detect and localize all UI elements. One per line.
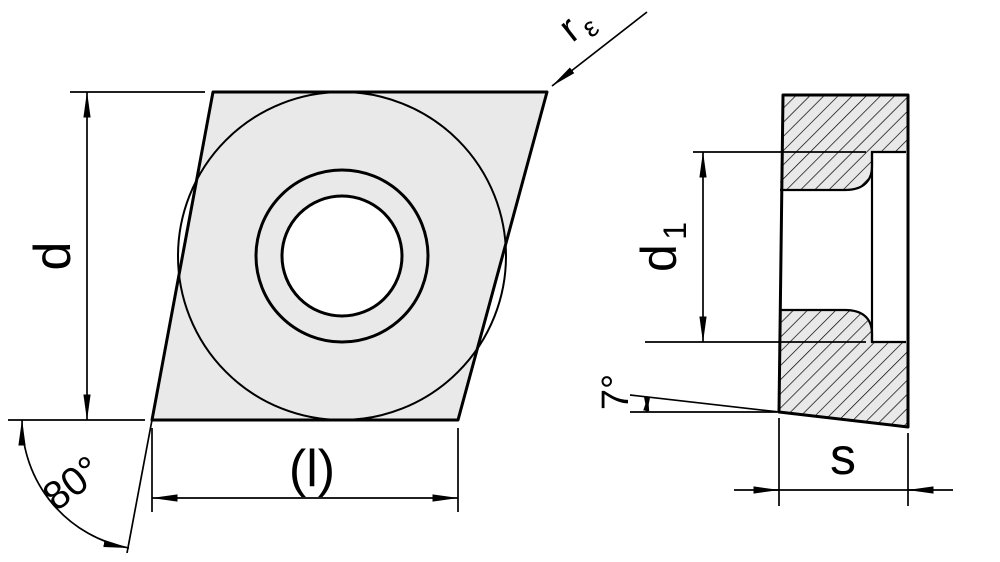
angle-80-label: 80° [35,448,110,520]
dimension-l: (l) [151,428,459,512]
dimension-d: d [8,91,205,421]
dimension-d1: d 1 [631,151,866,343]
dim-l-label: (l) [289,440,335,498]
top-section-hatch [780,95,908,190]
dim-d1-label: d 1 [631,222,693,272]
angle-7: 7° [595,374,780,413]
bottom-section-hatch [779,310,908,427]
side-view: d 1 7° s [595,93,953,506]
mounting-hole [280,194,404,318]
dim-d-label: d [24,242,82,271]
front-view: d (l) 80° r ε [8,0,648,554]
edge-extension-line [126,419,153,554]
dim-d1-symbol: d [631,244,687,272]
dim-d1-subscript: 1 [657,222,693,240]
bottom-edge-extension [629,394,780,413]
corner-radius-callout: r ε [551,0,648,87]
angle-80: 80° [18,419,153,554]
angle-80-arc [18,419,130,549]
countersink-circle [254,168,430,344]
inscribed-circle [177,91,507,421]
dimension-s: s [734,418,953,506]
corner-radius-leader [551,11,648,87]
side-profile-outline [777,93,910,429]
corner-radius-label: r ε [551,0,605,54]
hole-void [779,152,908,342]
dim-s-label: s [830,428,856,486]
angle-7-label: 7° [595,374,637,410]
angle-7-arc [643,396,651,413]
